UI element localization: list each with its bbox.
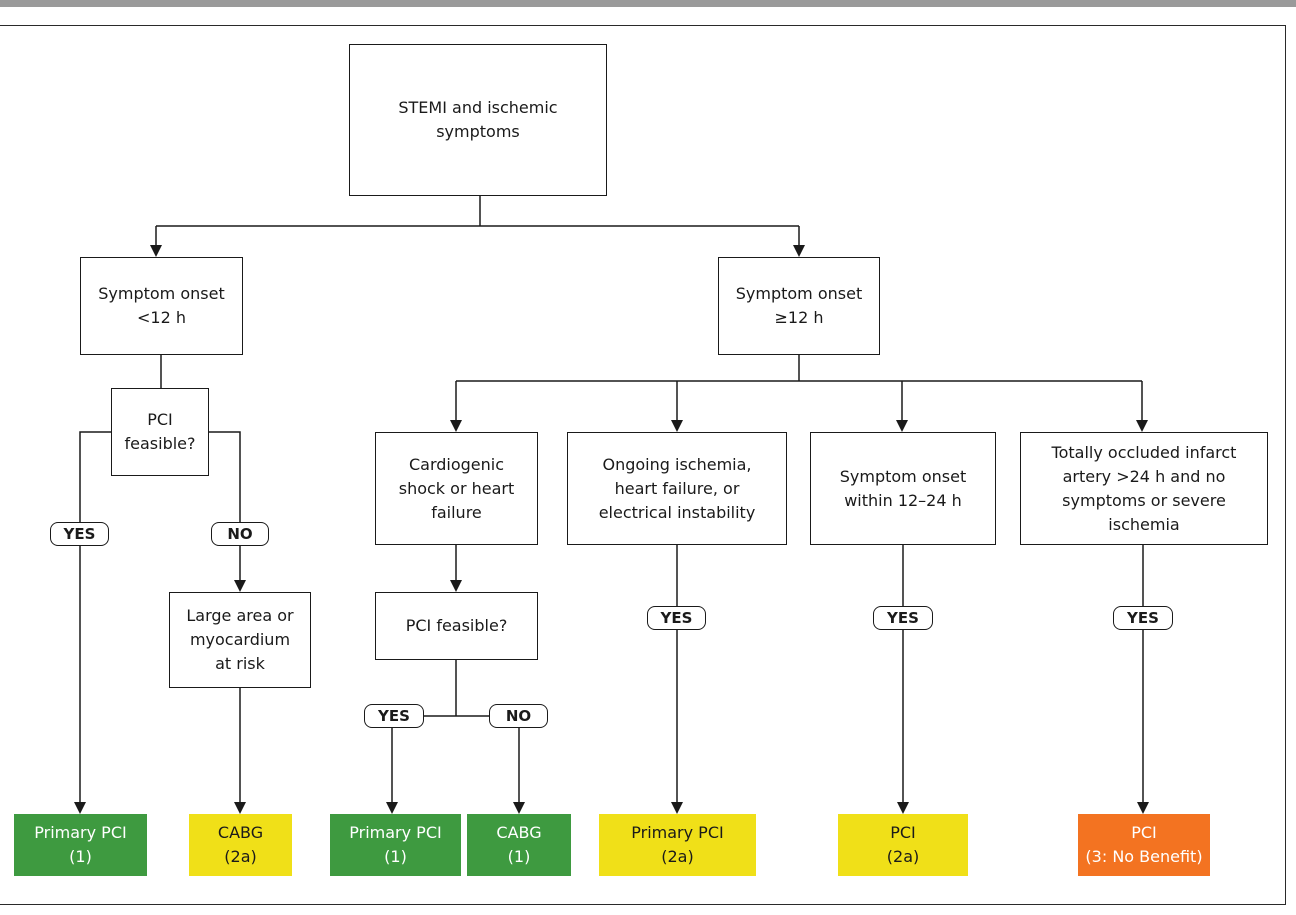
ongoing-yes-label: YES <box>647 606 706 630</box>
occluded-pci-outcome: PCI (3: No Benefit) <box>1078 814 1210 876</box>
right-onset-box: Symptom onset ≥12 h <box>718 257 880 355</box>
within-pci-outcome: PCI (2a) <box>838 814 968 876</box>
occluded-yes-label: YES <box>1113 606 1173 630</box>
top-bar <box>0 0 1296 7</box>
left-cabg-outcome: CABG (2a) <box>189 814 292 876</box>
ongoing-box: Ongoing ischemia, heart failure, or elec… <box>567 432 787 545</box>
risk-box: Large area or myocardium at risk <box>169 592 311 688</box>
left-yes-label: YES <box>50 522 109 546</box>
root-stemi-box: STEMI and ischemic symptoms <box>349 44 607 196</box>
shock-box: Cardiogenic shock or heart failure <box>375 432 538 545</box>
occluded-box: Totally occluded infarct artery >24 h an… <box>1020 432 1268 545</box>
within-box: Symptom onset within 12–24 h <box>810 432 996 545</box>
within-yes-label: YES <box>873 606 933 630</box>
ongoing-primary-pci-outcome: Primary PCI (2a) <box>599 814 756 876</box>
left-no-label: NO <box>211 522 269 546</box>
figure-frame <box>0 25 1286 905</box>
left-yes-connector-line <box>79 431 111 522</box>
shock-cabg-outcome: CABG (1) <box>467 814 571 876</box>
left-onset-box: Symptom onset <12 h <box>80 257 243 355</box>
shock-no-label: NO <box>489 704 548 728</box>
shock-feasible-box: PCI feasible? <box>375 592 538 660</box>
left-no-connector-line <box>209 431 241 522</box>
shock-yes-label: YES <box>364 704 424 728</box>
shock-primary-pci-outcome: Primary PCI (1) <box>330 814 461 876</box>
left-primary-pci-outcome: Primary PCI (1) <box>14 814 147 876</box>
left-feasible-box: PCI feasible? <box>111 388 209 476</box>
